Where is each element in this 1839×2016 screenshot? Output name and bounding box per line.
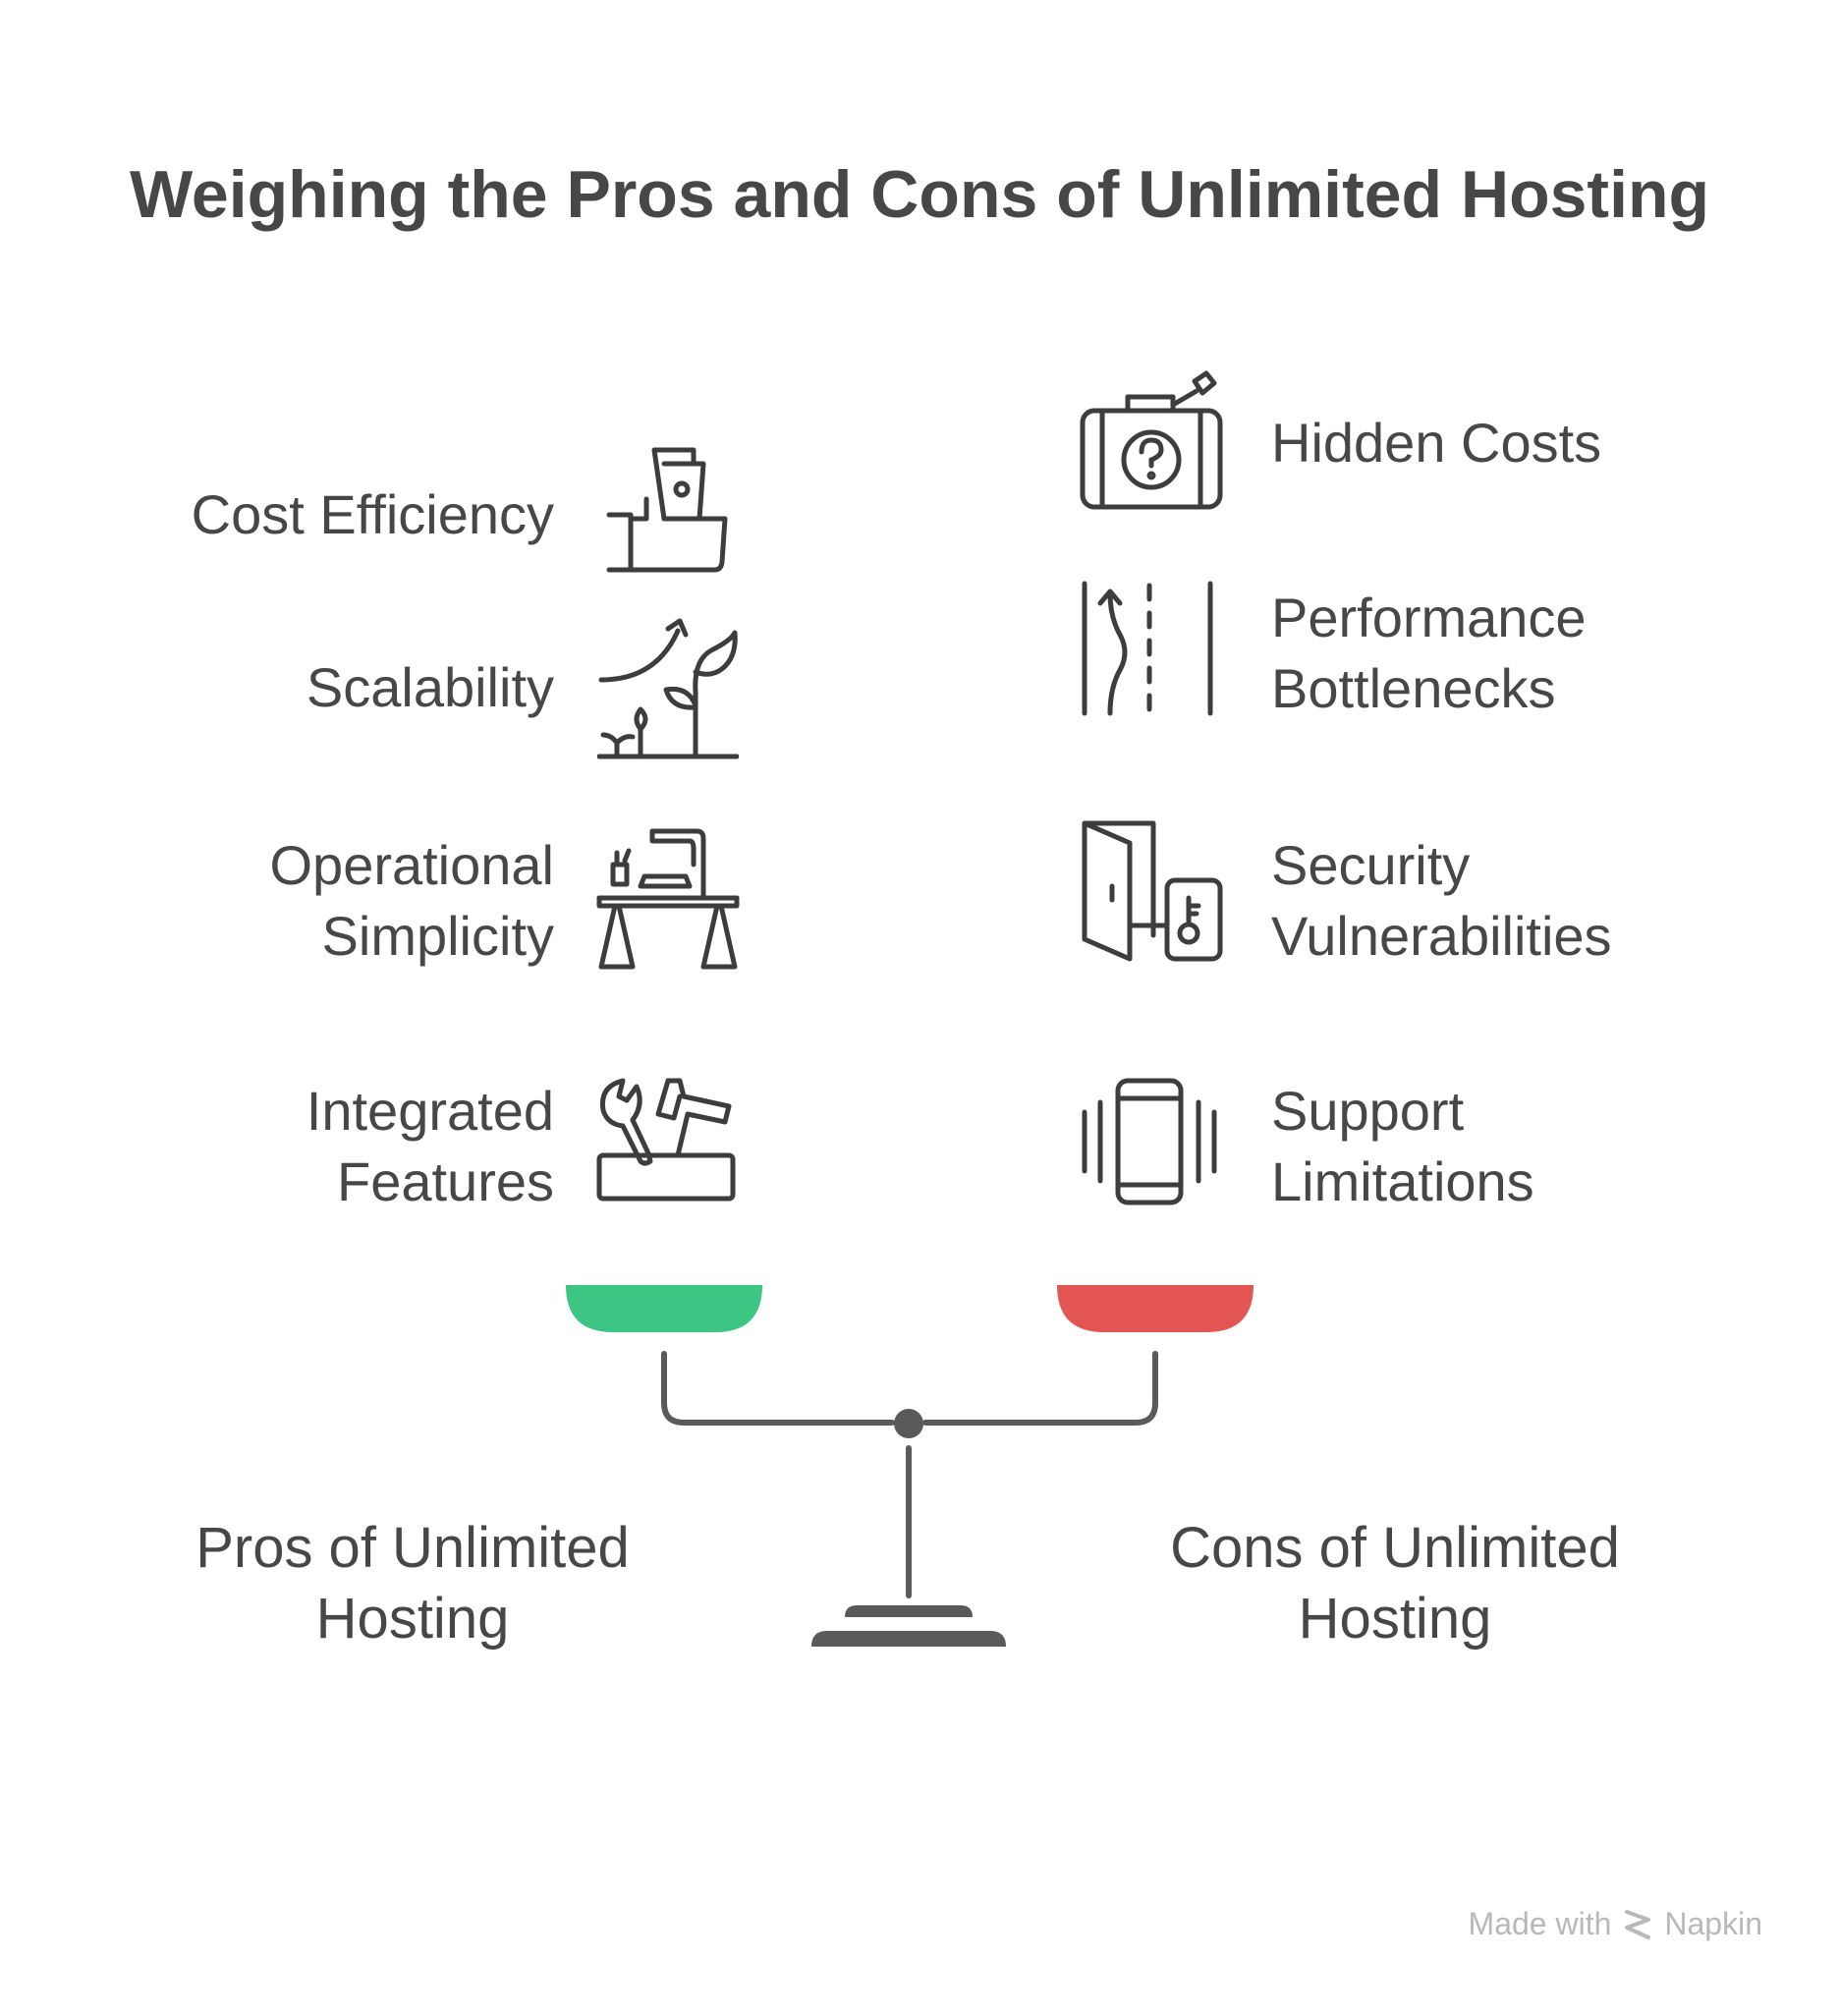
con-label-performance-bottlenecks: Performance Bottlenecks xyxy=(1271,587,1587,719)
made-with-text: Made with xyxy=(1468,1906,1612,1941)
scale-beam xyxy=(661,1351,1158,1598)
pro-label-scalability: Scalability xyxy=(306,656,554,718)
scale-base xyxy=(811,1631,1006,1647)
narrowing-road-icon xyxy=(1079,580,1220,717)
cons-scale-pan xyxy=(1057,1285,1254,1332)
desk-with-chair-icon xyxy=(595,825,741,971)
growing-plant-icon xyxy=(597,611,739,760)
pro-label-cost-efficiency: Cost Efficiency xyxy=(191,483,554,545)
pros-caption: Pros of Unlimited Hosting xyxy=(195,1516,630,1651)
scale-pivot xyxy=(894,1409,923,1438)
door-lock-icon xyxy=(1079,817,1224,963)
pro-label-operational-simplicity: Operational Simplicity xyxy=(269,834,554,967)
money-in-hand-icon xyxy=(599,440,737,578)
cons-caption: Cons of Unlimited Hosting xyxy=(1170,1516,1620,1651)
page-title: Weighing the Pros and Cons of Unlimited … xyxy=(129,157,1710,232)
napkin-brand-text: Napkin xyxy=(1664,1906,1762,1941)
made-with-napkin: Made with Napkin xyxy=(1469,1906,1762,1942)
con-label-hidden-costs: Hidden Costs xyxy=(1271,412,1602,474)
pro-label-integrated-features: Integrated Features xyxy=(306,1080,554,1212)
napkin-logo-icon xyxy=(1623,1908,1652,1941)
con-label-security-vulnerabilities: Security Vulnerabilities xyxy=(1271,834,1612,967)
pros-scale-pan xyxy=(566,1285,762,1332)
balance-scale xyxy=(550,1285,1277,1663)
con-label-support-limitations: Support Limitations xyxy=(1271,1080,1534,1212)
vibrating-phone-icon xyxy=(1079,1073,1220,1210)
scale-base-top xyxy=(845,1605,973,1617)
toolbox-icon xyxy=(595,1075,737,1203)
mystery-box-icon xyxy=(1079,365,1224,511)
